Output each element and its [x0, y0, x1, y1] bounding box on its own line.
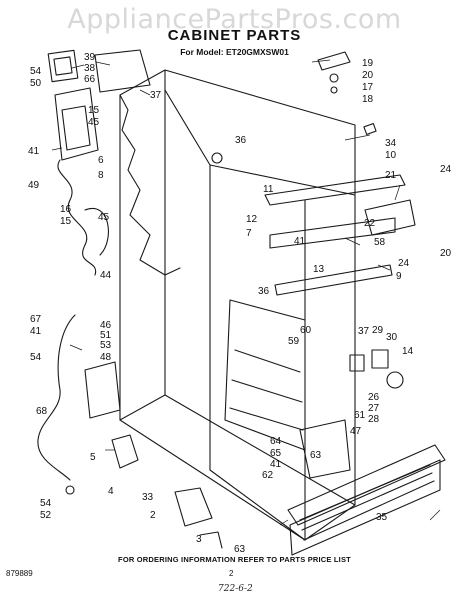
callout: 17: [362, 82, 374, 93]
callout: 51: [100, 330, 112, 341]
callout: 2: [150, 510, 156, 521]
wire-harness: [57, 159, 97, 276]
callout: 14: [402, 346, 414, 357]
callout: 16: [60, 204, 72, 215]
callout: 39: [84, 52, 96, 63]
callout: 7: [246, 228, 252, 239]
callout: 60: [300, 325, 312, 336]
callout: 15: [88, 105, 100, 116]
plug-button: [211, 152, 223, 164]
callout: 63: [310, 450, 322, 461]
callout: 37: [358, 326, 370, 337]
callout: 44: [100, 270, 112, 281]
callout: 20: [362, 70, 374, 81]
callout: 54: [30, 352, 42, 363]
callout: 41: [30, 326, 42, 337]
callout: 45: [98, 212, 110, 223]
callout: 13: [313, 264, 325, 275]
callout: 36: [235, 135, 247, 146]
callout: 38: [84, 63, 96, 74]
top-right-hinge: [317, 51, 377, 136]
control-housing: [54, 49, 151, 161]
callout: 68: [36, 406, 48, 417]
handwritten-note: 722-6-2: [218, 584, 253, 594]
callout: 61: [354, 410, 366, 421]
shelf-rail-brackets: [264, 174, 416, 296]
callout: 11: [263, 184, 274, 195]
callout-numbers: 54 50 39 38 66 37 45 15 41 6 49 8 16 15 …: [28, 52, 452, 555]
callout: 37: [150, 90, 162, 101]
callout: 52: [40, 510, 52, 521]
callout: 28: [368, 414, 380, 425]
model-line: For Model: ET20GMXSW01: [180, 47, 289, 57]
page-number: 2: [229, 569, 234, 578]
callout: 12: [246, 214, 258, 225]
callout: 65: [270, 448, 282, 459]
callout: 58: [374, 237, 386, 248]
callout: 3: [196, 534, 202, 545]
callout: 63: [234, 544, 246, 555]
toe-grille: [287, 444, 446, 556]
lower-bracket: [84, 361, 121, 419]
callout: 5: [90, 452, 96, 463]
callout: 20: [440, 248, 452, 259]
callout: 15: [60, 216, 72, 227]
callout: 24: [398, 258, 410, 269]
callout: 64: [270, 436, 282, 447]
callout: 46: [100, 320, 112, 331]
callout: 10: [385, 150, 397, 161]
callout: 54: [40, 498, 52, 509]
callout: 45: [88, 117, 100, 128]
callout: 49: [28, 180, 40, 191]
callout: 66: [84, 74, 96, 85]
callout: 6: [98, 155, 104, 166]
callout: 26: [368, 392, 380, 403]
callout: 22: [364, 218, 376, 229]
leveling-legs: [65, 434, 223, 549]
callout: 24: [440, 164, 452, 175]
callout: 59: [288, 336, 300, 347]
callout: 27: [368, 403, 380, 414]
callout: 18: [362, 94, 374, 105]
callout: 50: [30, 78, 42, 89]
callout: 41: [28, 146, 40, 157]
callout: 9: [396, 271, 402, 282]
callout: 19: [362, 58, 374, 69]
power-cord: [37, 314, 76, 481]
callout: 36: [258, 286, 270, 297]
callout: 4: [108, 486, 114, 497]
top-hinge-plate: [47, 49, 79, 83]
callout: 35: [376, 512, 388, 523]
callout: 53: [100, 340, 112, 351]
callout: 62: [262, 470, 274, 481]
callout: 48: [100, 352, 112, 363]
callout: 67: [30, 314, 42, 325]
watermark: AppliancePartsPros.com: [67, 4, 402, 35]
callout: 41: [294, 236, 306, 247]
ordering-note: FOR ORDERING INFORMATION REFER TO PARTS …: [118, 555, 351, 564]
callout: 33: [142, 492, 154, 503]
callout: 29: [372, 325, 384, 336]
callout: 34: [385, 138, 397, 149]
document-code: 879889: [6, 569, 33, 578]
callout: 54: [30, 66, 42, 77]
cabinet-shell: [119, 69, 356, 541]
callout: 8: [98, 170, 104, 181]
callout: 47: [350, 426, 362, 437]
lower-right-parts: [299, 349, 404, 479]
callout: 41: [270, 459, 282, 470]
diagram-title: CABINET PARTS: [167, 27, 302, 44]
callout: 30: [386, 332, 398, 343]
callout: 21: [385, 170, 397, 181]
